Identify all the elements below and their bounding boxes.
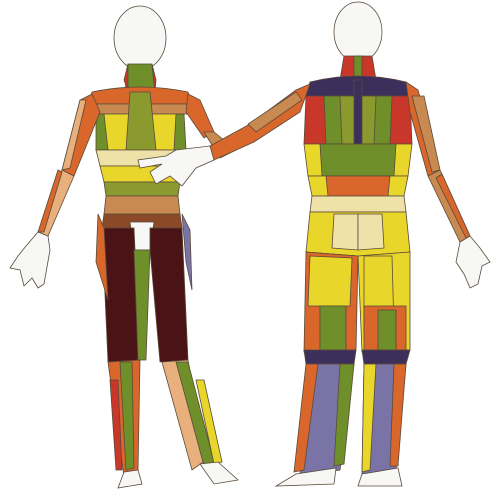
front-abdomen [104, 196, 180, 214]
front-right-thigh [150, 228, 188, 362]
front-right-upper-arm [186, 94, 214, 138]
front-left-hand [10, 232, 50, 288]
front-left-foot [118, 470, 142, 488]
back-head [334, 2, 382, 62]
front-right-foot [200, 462, 238, 484]
back-right-hand [456, 236, 490, 288]
front-body [10, 6, 238, 488]
front-head [114, 6, 166, 70]
